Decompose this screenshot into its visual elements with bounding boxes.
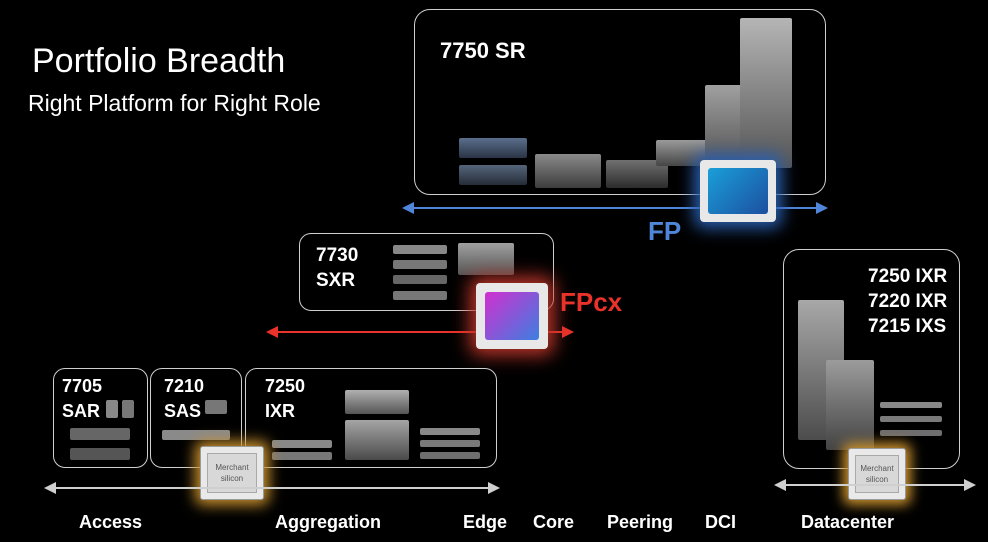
axis-label-edge: Edge [463,512,508,532]
merchant-silicon-datacenter-chip-icon: Merchant silicon [848,448,906,500]
fpcx-label: FPcx [560,287,623,317]
fp-chip-icon [700,160,776,222]
axis-label-access: Access [79,512,143,532]
slide-title: Portfolio Breadth [32,42,286,80]
datacenter-arrow [774,479,976,491]
merchant-silicon-datacenter-label: Merchant silicon [855,455,899,493]
fpcx-chip-icon [476,283,548,349]
axis-label-aggregation: Aggregation [275,512,381,532]
axis-label-core: Core [533,512,575,532]
platform-label-7705-sar: 7705 SAR [62,376,103,421]
access-aggregation-arrow [44,482,500,494]
platform-label-7210-sas: 7210 SAS [164,376,205,421]
slide-subtitle: Right Platform for Right Role [28,90,321,116]
axis-label-peering: Peering [607,512,674,532]
platform-label-7250-ixr: 7250 IXR [265,376,306,421]
merchant-silicon-chip-icon: Merchant silicon [200,446,264,500]
platform-label-datacenter: 7250 IXR 7220 IXR 7215 IXS [868,266,948,337]
merchant-silicon-label: Merchant silicon [207,453,257,493]
axis-label-dci: DCI [705,512,736,532]
platform-label-7730-sxr: 7730 SXR [316,245,359,291]
fp-label: FP [648,216,682,246]
platform-label-7750-sr: 7750 SR [440,38,526,63]
axis-label-datacenter: Datacenter [801,512,895,532]
